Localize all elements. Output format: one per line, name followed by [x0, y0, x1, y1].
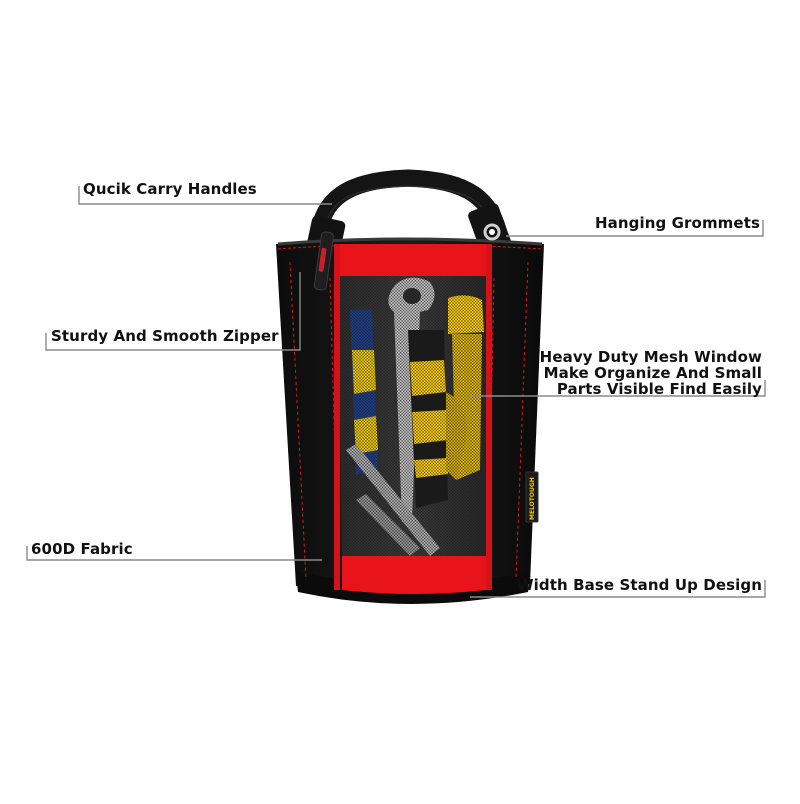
red-trim-top — [336, 244, 490, 276]
callout-fabric: 600D Fabric — [31, 540, 133, 558]
zipper-track — [277, 237, 543, 246]
callout-base-design: Width Base Stand Up Design — [517, 576, 762, 594]
callout-carry-handles: Qucik Carry Handles — [83, 180, 257, 198]
callout-mesh-line-1: Heavy Duty Mesh Window — [539, 348, 762, 366]
grommet-icon — [483, 223, 501, 241]
red-trim-bottom — [342, 556, 486, 594]
callout-mesh-window: Heavy Duty Mesh Window Make Organize And… — [539, 348, 762, 398]
callout-zipper: Sturdy And Smooth Zipper — [51, 327, 279, 345]
callout-mesh-line-2: Make Organize And Small — [543, 363, 762, 382]
brand-tag-text: MELOTOUGH — [529, 477, 536, 520]
callout-hanging-grommets: Hanging Grommets — [594, 214, 760, 232]
callout-mesh-line-3: Parts Visible Find Easily — [556, 379, 762, 398]
leader-lines — [26, 186, 766, 598]
brand-tag — [525, 471, 539, 523]
